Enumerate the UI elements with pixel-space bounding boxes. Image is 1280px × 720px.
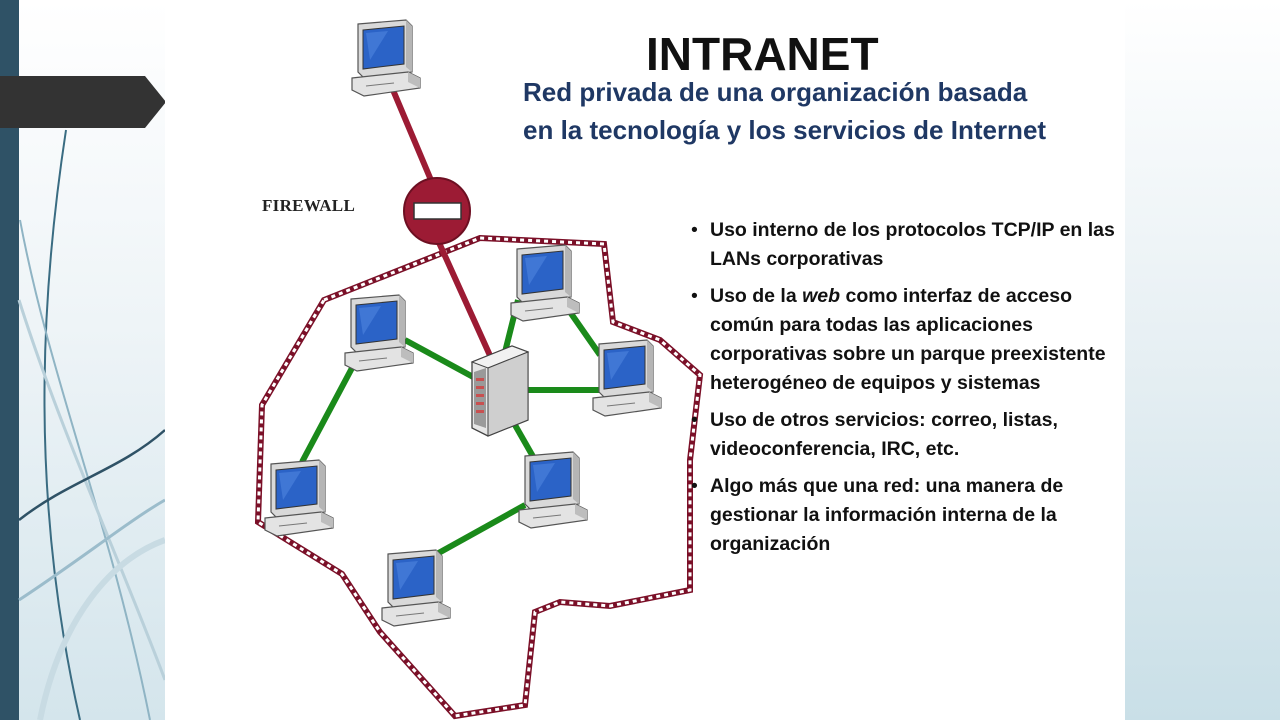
- internal-computer-icon: [264, 459, 334, 537]
- internal-computer-icon: [344, 294, 414, 372]
- bullet-item: Algo más que una red: una manera de gest…: [690, 472, 1120, 559]
- internal-computer-icon: [510, 244, 580, 322]
- bullet-text: Uso de la: [710, 285, 803, 307]
- left-accent-bar: [0, 0, 19, 720]
- internal-computer-icon: [592, 339, 662, 417]
- section-arrow-tab: [0, 76, 166, 128]
- bullet-item: Uso de otros servicios: correo, listas, …: [690, 406, 1120, 464]
- internal-computer-icon: [518, 451, 588, 529]
- external-computer-icon: [351, 19, 421, 97]
- bullet-item: Uso interno de los protocolos TCP/IP en …: [690, 216, 1120, 274]
- right-decor-panel: [1125, 0, 1280, 720]
- firewall-label: FIREWALL: [262, 196, 356, 215]
- slide-subtitle: Red privada de una organización basada e…: [523, 77, 1047, 145]
- bullet-list: Uso interno de los protocolos TCP/IP en …: [690, 216, 1120, 567]
- internal-computer-icon: [381, 549, 451, 627]
- bullet-item: Uso de la web como interfaz de acceso co…: [690, 282, 1120, 398]
- firewall-icon: [403, 177, 471, 245]
- decorative-swoosh-lines: [17, 129, 167, 720]
- server-icon: [470, 345, 530, 437]
- bullet-text: como interfaz de acceso común para todas…: [710, 285, 1106, 394]
- bullet-emphasis: web: [802, 285, 841, 307]
- slide-title: INTRANET: [646, 28, 879, 80]
